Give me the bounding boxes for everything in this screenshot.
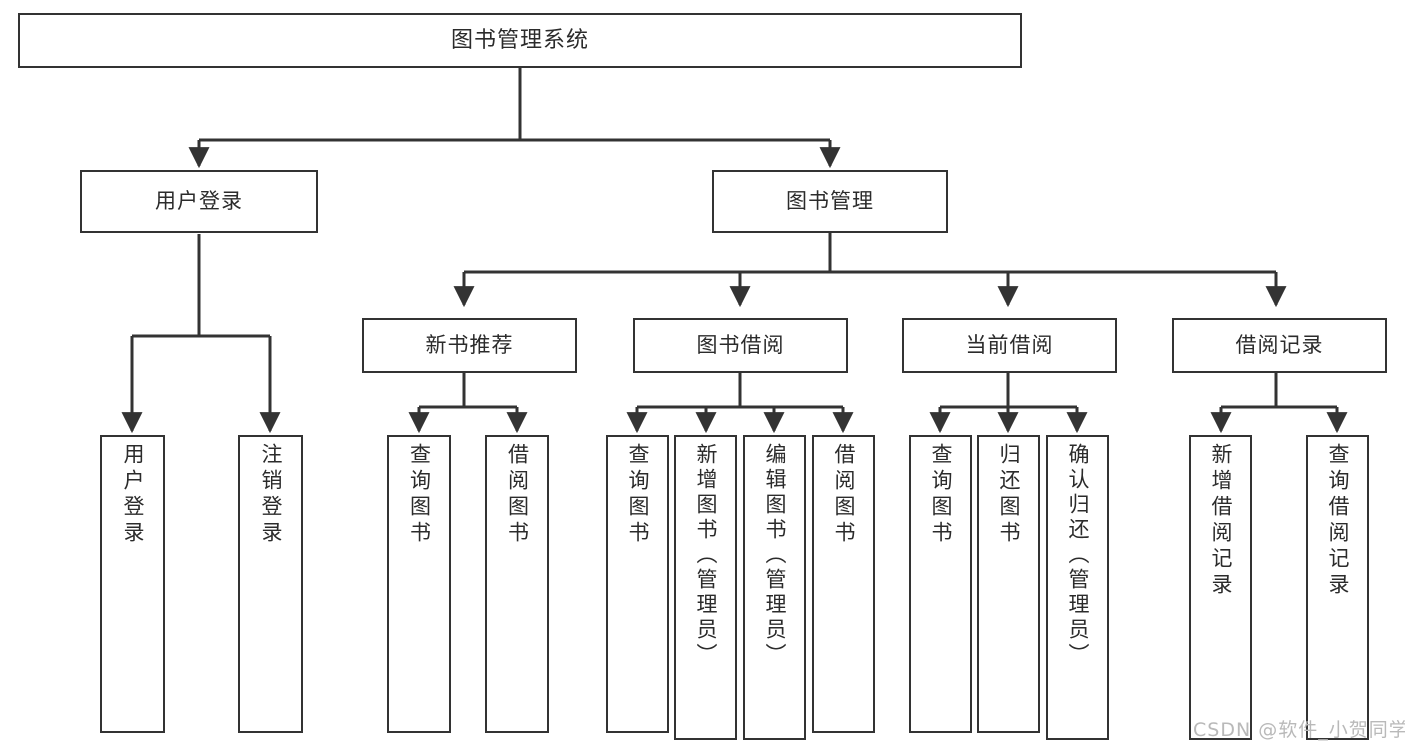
node-book-management[interactable]: 图书管理: [712, 170, 948, 233]
node-leaf-user-login[interactable]: 用户登录: [100, 435, 165, 733]
node-leaf-borrow-book-2[interactable]: 借阅图书: [812, 435, 875, 733]
node-leaf-query-book-2[interactable]: 查询图书: [606, 435, 669, 733]
node-book-borrow[interactable]: 图书借阅: [633, 318, 848, 373]
node-leaf-add-book[interactable]: 新增图书（管理员）: [674, 435, 737, 740]
node-leaf-confirm-return-label: 确认归还（管理员）: [1066, 443, 1090, 668]
node-leaf-add-record-label: 新增借阅记录: [1209, 443, 1233, 599]
node-new-book-recommendation-label: 新书推荐: [425, 333, 514, 358]
node-new-book-recommendation[interactable]: 新书推荐: [362, 318, 577, 373]
node-leaf-return-book-label: 归还图书: [997, 443, 1021, 547]
node-current-borrow[interactable]: 当前借阅: [902, 318, 1117, 373]
node-current-borrow-label: 当前借阅: [965, 333, 1054, 358]
node-leaf-borrow-book-1[interactable]: 借阅图书: [485, 435, 549, 733]
node-leaf-user-login-label: 用户登录: [121, 443, 145, 547]
node-user-login-label: 用户登录: [155, 189, 243, 214]
node-user-login[interactable]: 用户登录: [80, 170, 318, 233]
node-leaf-query-book-2-label: 查询图书: [626, 443, 650, 547]
node-root-label: 图书管理系统: [450, 27, 589, 53]
node-leaf-query-book-3-label: 查询图书: [929, 443, 953, 547]
node-leaf-logout[interactable]: 注销登录: [238, 435, 303, 733]
node-book-borrow-label: 图书借阅: [696, 333, 785, 358]
node-leaf-query-book-1[interactable]: 查询图书: [387, 435, 451, 733]
node-leaf-logout-label: 注销登录: [259, 443, 283, 547]
node-leaf-query-record[interactable]: 查询借阅记录: [1306, 435, 1369, 740]
node-leaf-add-book-label: 新增图书（管理员）: [694, 443, 718, 668]
node-root[interactable]: 图书管理系统: [18, 13, 1022, 68]
node-leaf-confirm-return[interactable]: 确认归还（管理员）: [1046, 435, 1109, 740]
node-book-management-label: 图书管理: [786, 189, 874, 214]
node-leaf-query-book-1-label: 查询图书: [407, 443, 432, 547]
node-leaf-query-book-3[interactable]: 查询图书: [909, 435, 972, 733]
node-borrow-record[interactable]: 借阅记录: [1172, 318, 1387, 373]
node-leaf-borrow-book-1-label: 借阅图书: [505, 443, 530, 547]
node-leaf-query-record-label: 查询借阅记录: [1326, 443, 1350, 599]
node-leaf-edit-book-label: 编辑图书（管理员）: [763, 443, 787, 668]
node-leaf-add-record[interactable]: 新增借阅记录: [1189, 435, 1252, 740]
node-leaf-return-book[interactable]: 归还图书: [977, 435, 1040, 733]
node-borrow-record-label: 借阅记录: [1235, 333, 1324, 358]
node-leaf-borrow-book-2-label: 借阅图书: [832, 443, 856, 547]
node-leaf-edit-book[interactable]: 编辑图书（管理员）: [743, 435, 806, 740]
watermark: CSDN @软件_小贺同学: [1193, 719, 1405, 741]
